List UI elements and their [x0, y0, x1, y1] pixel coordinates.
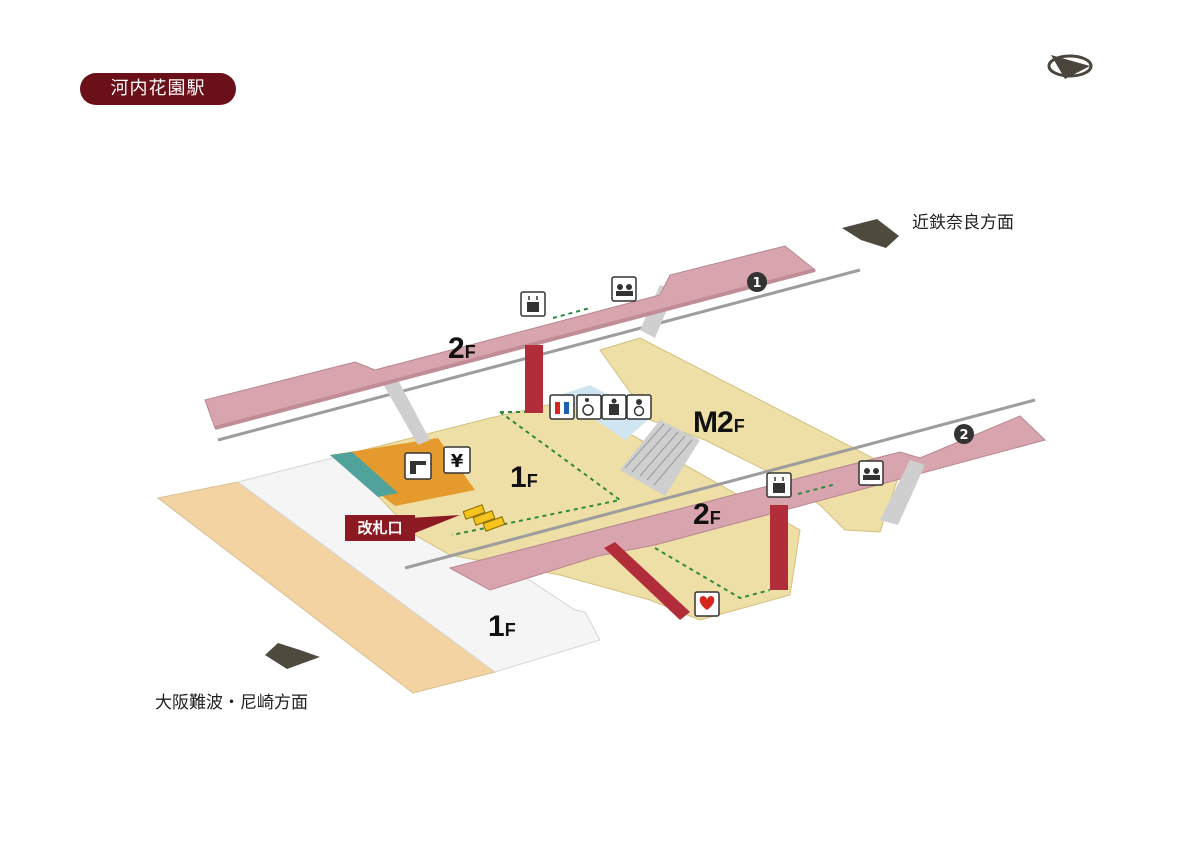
arrow-west-icon — [265, 643, 320, 669]
platform-2 — [448, 415, 1046, 591]
floor-label-upper-platform: 2F — [448, 332, 476, 365]
elevator-icon — [766, 472, 792, 498]
restroom-icon — [549, 394, 575, 420]
track-line — [404, 398, 1036, 570]
wheelchair-icon — [576, 394, 602, 420]
baby-care-icon — [626, 394, 652, 420]
accessible-route — [451, 411, 623, 536]
direction-label-west: 大阪難波・尼崎方面 — [155, 693, 308, 713]
aed-icon — [694, 591, 720, 617]
ticket-gate-icon — [462, 504, 506, 532]
ticket-machine-icon: ¥ — [443, 446, 471, 474]
floor-label-lower-platform: 2F — [693, 498, 721, 531]
floor-label-ground: 1F — [488, 610, 516, 643]
waiting-room-icon — [611, 276, 637, 302]
platform-1-edge — [214, 268, 816, 430]
fare-office — [330, 438, 475, 506]
elevator-shaft — [770, 505, 788, 590]
elevator-icon — [520, 291, 546, 317]
accessible-route — [797, 483, 837, 495]
platform-2-marker: 2 — [954, 424, 974, 444]
svg-text:1: 1 — [752, 276, 761, 291]
multipurpose-room-icon — [601, 394, 627, 420]
ticket-gate-label: 改札口 — [345, 515, 415, 541]
platform1-west-stairs — [375, 365, 430, 445]
mezzanine-stairs — [620, 420, 700, 496]
compass-icon — [1047, 54, 1093, 79]
ticket-office-icon — [404, 452, 432, 480]
escalator — [604, 542, 690, 620]
ticket-machine-symbol: ¥ — [451, 451, 464, 472]
gate-pointer — [410, 515, 460, 535]
station-name-badge: 河内花園駅 — [80, 73, 236, 105]
fare-office-counter — [330, 452, 398, 497]
waiting-room-icon — [858, 460, 884, 486]
arrow-east-icon — [842, 219, 899, 248]
svg-text:2: 2 — [959, 428, 968, 443]
direction-label-east: 近鉄奈良方面 — [912, 213, 1014, 233]
floor-label-mezzanine: M2F — [693, 406, 745, 439]
elevator-shaft — [525, 345, 543, 413]
floor-label-concourse: 1F — [510, 461, 538, 494]
accessible-route — [654, 547, 771, 600]
platform2-stairs — [880, 460, 925, 525]
accessible-route — [552, 307, 591, 319]
platform-1-marker: 1 — [747, 272, 767, 292]
